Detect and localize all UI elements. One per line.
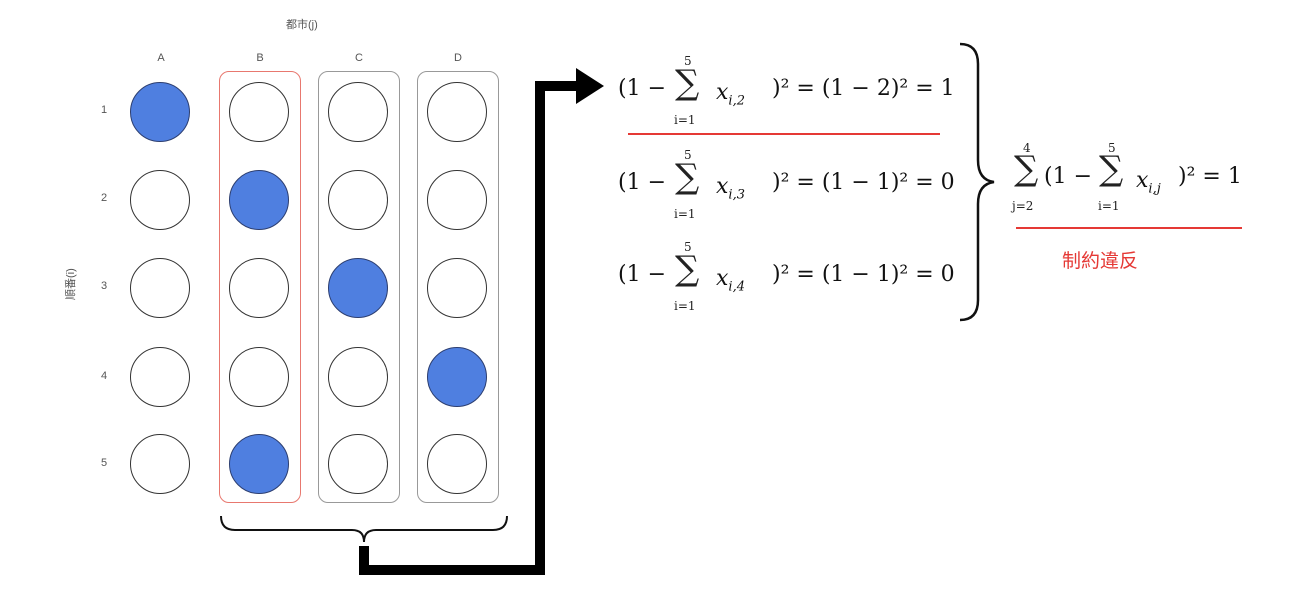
node-c-1 <box>328 82 388 142</box>
node-d-2 <box>427 170 487 230</box>
eq1-subscript: i,2 <box>728 93 745 109</box>
column-label-c: C <box>355 52 363 64</box>
equation-col-c: (1 − <box>618 170 667 195</box>
eq2-rhs: )² = (1 − 1)² = 0 <box>772 170 955 195</box>
constraint-violation-label: 制約違反 <box>1062 250 1139 272</box>
order-axis-title: 順番(i) <box>65 268 77 300</box>
column-box-b <box>219 71 301 503</box>
column-brace <box>220 515 508 543</box>
row-label-4: 4 <box>100 370 108 382</box>
node-c-4 <box>328 347 388 407</box>
row-label-1: 1 <box>100 104 108 116</box>
node-b-2 <box>229 170 289 230</box>
total-open: (1 − <box>1044 164 1093 189</box>
eq3-sigma: ∑ <box>675 249 700 289</box>
total-inner-upper: 5 <box>1108 141 1116 155</box>
node-a-1 <box>130 82 190 142</box>
node-d-1 <box>427 82 487 142</box>
total-rhs: )² = 1 <box>1178 164 1242 189</box>
node-a-2 <box>130 170 190 230</box>
eq2-sigma: ∑ <box>675 157 700 197</box>
node-c-3 <box>328 258 388 318</box>
node-c-5 <box>328 434 388 494</box>
total-inner-lower: i=1 <box>1098 199 1120 213</box>
eq1-underline <box>628 133 940 135</box>
node-b-1 <box>229 82 289 142</box>
row-label-3: 3 <box>100 280 108 292</box>
eq1-sum-upper: 5 <box>684 54 692 68</box>
node-b-4 <box>229 347 289 407</box>
total-inner-sigma: ∑ <box>1099 149 1124 189</box>
column-label-d: D <box>454 52 462 64</box>
column-label-b: B <box>256 52 264 64</box>
node-d-4 <box>427 347 487 407</box>
row-label-2: 2 <box>100 192 108 204</box>
total-outer-lower: j=2 <box>1012 199 1034 213</box>
eq3-rhs: )² = (1 − 1)² = 0 <box>772 262 955 287</box>
eq2-sum-upper: 5 <box>684 148 692 162</box>
eq1-rhs: )² = (1 − 2)² = 1 <box>772 76 955 101</box>
eq2-sum-lower: i=1 <box>674 207 696 221</box>
eq1-sigma: ∑ <box>675 63 700 103</box>
total-outer-upper: 4 <box>1023 141 1031 155</box>
node-b-5 <box>229 434 289 494</box>
city-axis-title: 都市(j) <box>286 19 318 31</box>
total-term: xi,j <box>1136 168 1161 197</box>
node-d-3 <box>427 258 487 318</box>
node-a-4 <box>130 347 190 407</box>
total-subscript: i,j <box>1148 181 1161 197</box>
equation-col-b: (1 − <box>618 76 667 101</box>
eq3-term: xi,4 <box>716 266 745 295</box>
node-d-5 <box>427 434 487 494</box>
node-b-3 <box>229 258 289 318</box>
eq2-subscript: i,3 <box>728 187 745 203</box>
column-label-a: A <box>157 52 165 64</box>
equation-col-d: (1 − <box>618 262 667 287</box>
eq3-subscript: i,4 <box>728 279 745 295</box>
total-underline <box>1016 227 1242 229</box>
node-a-5 <box>130 434 190 494</box>
node-a-3 <box>130 258 190 318</box>
node-c-2 <box>328 170 388 230</box>
eq1-sum-lower: i=1 <box>674 113 696 127</box>
right-brace <box>959 42 995 322</box>
row-label-5: 5 <box>100 457 108 469</box>
total-outer-sigma: ∑ <box>1014 149 1039 189</box>
eq3-sum-upper: 5 <box>684 240 692 254</box>
arrow-head-icon <box>576 68 604 104</box>
eq2-term: xi,3 <box>716 174 745 203</box>
eq1-term: xi,2 <box>716 80 745 109</box>
eq3-sum-lower: i=1 <box>674 299 696 313</box>
